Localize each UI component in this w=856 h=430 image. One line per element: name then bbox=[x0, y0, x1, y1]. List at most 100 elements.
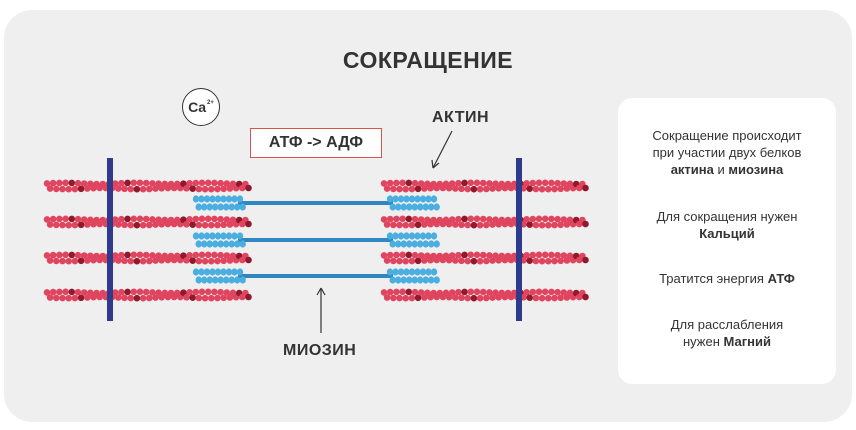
actin-bead bbox=[560, 289, 568, 296]
actin-bead bbox=[402, 221, 410, 229]
actin-bead bbox=[541, 215, 549, 223]
actin-bead bbox=[84, 257, 91, 264]
actin-bead bbox=[80, 180, 88, 187]
actin-bead bbox=[467, 215, 475, 223]
myosin-head bbox=[206, 240, 213, 248]
actin-bead bbox=[526, 221, 533, 228]
info-line: Кальций bbox=[618, 225, 836, 242]
info-conj: и bbox=[713, 162, 729, 177]
actin-bead bbox=[220, 257, 227, 265]
myosin-rod bbox=[238, 238, 393, 242]
actin-bead bbox=[198, 288, 206, 296]
actin-bead bbox=[46, 294, 54, 301]
actin-bead bbox=[526, 257, 533, 265]
actin-bead bbox=[557, 294, 564, 302]
actin-bead bbox=[523, 180, 530, 187]
myosin-head bbox=[217, 240, 224, 248]
actin-bead bbox=[204, 179, 212, 187]
actin-bead bbox=[545, 294, 552, 302]
myosin-head bbox=[419, 232, 427, 240]
actin-bead bbox=[383, 185, 391, 192]
info-bold-actin: актина bbox=[670, 162, 714, 177]
actin-bead bbox=[421, 221, 428, 228]
actin-bead bbox=[139, 294, 147, 302]
actin-bead bbox=[473, 179, 481, 187]
actin-bead bbox=[582, 184, 589, 192]
myosin-head bbox=[228, 203, 235, 211]
actin-bead bbox=[43, 180, 51, 187]
actin-bead bbox=[464, 221, 472, 229]
actin-bead bbox=[133, 257, 141, 265]
actin-bead bbox=[217, 251, 224, 259]
actin-bead bbox=[121, 257, 128, 265]
myosin-head bbox=[203, 232, 211, 240]
actin-bead bbox=[152, 221, 159, 228]
actin-bead bbox=[464, 257, 472, 265]
actin-bead bbox=[152, 185, 159, 192]
actin-bead bbox=[476, 221, 484, 229]
actin-bead bbox=[396, 221, 403, 229]
actin-bead bbox=[486, 289, 493, 296]
actin-bead bbox=[201, 257, 209, 265]
myosin-head bbox=[203, 268, 211, 276]
myosin-head bbox=[209, 268, 216, 276]
myosin-head bbox=[225, 268, 233, 276]
actin-bead bbox=[211, 179, 218, 187]
actin-bead bbox=[68, 288, 76, 296]
actin-bead bbox=[380, 289, 388, 296]
actin-bead bbox=[217, 179, 224, 187]
actin-label: АКТИН bbox=[432, 109, 490, 126]
actin-bead bbox=[208, 257, 215, 265]
myosin-head bbox=[417, 240, 424, 248]
myosin-head bbox=[212, 240, 219, 248]
actin-bead bbox=[470, 294, 478, 302]
actin-bead bbox=[402, 294, 410, 302]
actin-bead bbox=[554, 215, 561, 223]
actin-bead bbox=[214, 294, 221, 302]
myosin-head bbox=[392, 195, 399, 203]
actin-bead bbox=[214, 221, 221, 229]
myosin-head bbox=[425, 232, 432, 240]
actin-bead bbox=[186, 289, 193, 296]
info-bold-calcium: Кальций bbox=[699, 226, 755, 241]
myosin-head bbox=[195, 203, 202, 211]
myosin-head bbox=[389, 276, 396, 284]
actin-bead bbox=[396, 294, 403, 302]
actin-bead bbox=[532, 294, 540, 302]
actin-bead bbox=[380, 216, 388, 223]
actin-bead bbox=[452, 257, 459, 264]
actin-bead bbox=[62, 251, 69, 259]
actin-bead bbox=[402, 185, 410, 193]
info-line: Для сокращения нужен bbox=[656, 209, 798, 224]
actin-bead bbox=[56, 288, 63, 296]
actin-bead bbox=[479, 288, 487, 296]
actin-bead bbox=[386, 215, 394, 223]
actin-bead bbox=[115, 294, 122, 301]
actin-bead bbox=[136, 251, 144, 259]
actin-bead bbox=[192, 215, 200, 223]
myosin-head bbox=[430, 195, 438, 203]
actin-bead bbox=[142, 251, 150, 259]
actin-bead bbox=[483, 221, 490, 229]
actin-bead bbox=[396, 257, 403, 265]
calcium-charge: 2+ bbox=[207, 100, 214, 106]
actin-bead bbox=[111, 216, 119, 223]
actin-bead bbox=[399, 288, 406, 296]
myosin-head bbox=[403, 195, 410, 203]
info-line: нужен Магний bbox=[618, 333, 836, 350]
actin-bead bbox=[538, 221, 546, 229]
myosin-head bbox=[403, 268, 410, 276]
actin-bead bbox=[71, 185, 79, 193]
actin-bead bbox=[189, 294, 196, 302]
myosin-head bbox=[389, 240, 396, 248]
actin-bead bbox=[386, 288, 394, 296]
actin-bead bbox=[49, 215, 57, 223]
actin-bead bbox=[390, 185, 397, 193]
actin-bead bbox=[393, 251, 400, 259]
myosin-head bbox=[422, 276, 429, 284]
actin-bead bbox=[127, 257, 134, 265]
actin-bead bbox=[414, 294, 422, 302]
myosin-head bbox=[239, 276, 246, 284]
myosin-filament bbox=[192, 195, 440, 211]
